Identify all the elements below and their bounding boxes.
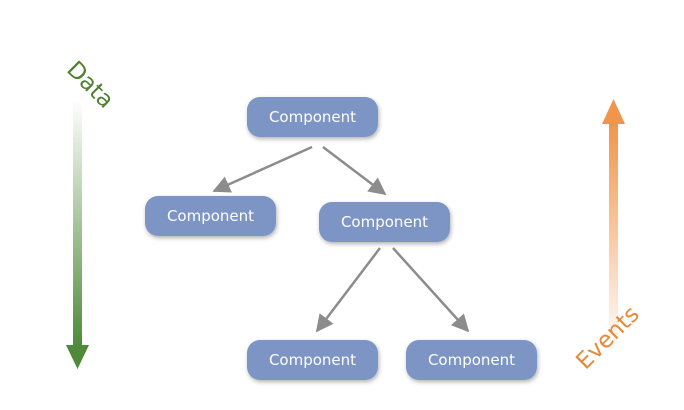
events-flow-arrow [602, 99, 625, 352]
edge-right-child-to-grandchild-left [315, 247, 381, 333]
edge-root-to-left-child [212, 145, 313, 193]
node-grandchild-left-label: Component [269, 351, 356, 369]
events-label: Events [571, 301, 644, 374]
edge-right-child-to-grandchild-right [392, 247, 470, 333]
edges-layer [212, 145, 470, 333]
data-flow-arrow [66, 100, 89, 369]
node-left-child-label: Component [167, 207, 254, 225]
node-grandchild-right-label: Component [428, 351, 515, 369]
node-grandchild-right: Component [406, 340, 537, 380]
node-right-child: Component [319, 202, 450, 242]
node-root-label: Component [269, 108, 356, 126]
node-grandchild-left: Component [247, 340, 378, 380]
data-label: Data [61, 56, 118, 113]
node-right-child-label: Component [341, 213, 428, 231]
node-left-child: Component [145, 196, 276, 236]
node-root: Component [247, 97, 378, 137]
edge-root-to-right-child [322, 146, 387, 196]
